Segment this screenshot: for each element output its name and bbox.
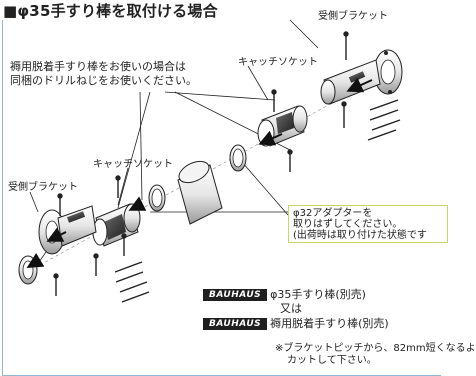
page-title: ■φ35手すり棒を取付ける場合: [3, 2, 218, 20]
handrail-tube: [177, 160, 223, 225]
cutting-footnote: ※ブラケットピッチから、82mm短くなるよ カットして下さい。: [275, 343, 476, 366]
frame-border-left: [2, 20, 3, 376]
assembly-diagram: [18, 19, 403, 303]
rail-or: 又は: [280, 302, 302, 315]
brand-badge: BAUHAUS: [203, 318, 268, 330]
label-catch-socket-left: キャッチソケット: [93, 159, 173, 170]
brand-badge: BAUHAUS: [203, 289, 268, 301]
adapter-rings: [148, 144, 247, 212]
screws: [53, 31, 401, 303]
left-catch-socket-illustration: [92, 203, 141, 247]
screw-usage-note: 褥用脱着手すり棒をお使いの場合は 同梱のドリルねじをお使いください。: [10, 60, 197, 87]
right-bracket-illustration: [320, 49, 403, 105]
label-catch-socket-right: キャッチソケット: [238, 57, 318, 68]
label-bracket-right: 受側ブラケット: [318, 11, 388, 22]
adapter-callout: φ32アダプターを 取りはずしてください。 (出荷時は取り付けた状態です: [288, 205, 448, 243]
assembly-arrows: [26, 77, 373, 269]
label-bracket-left: 受側ブラケット: [8, 182, 78, 193]
left-bracket-illustration: [38, 205, 97, 255]
right-catch-socket-illustration: [257, 105, 308, 147]
